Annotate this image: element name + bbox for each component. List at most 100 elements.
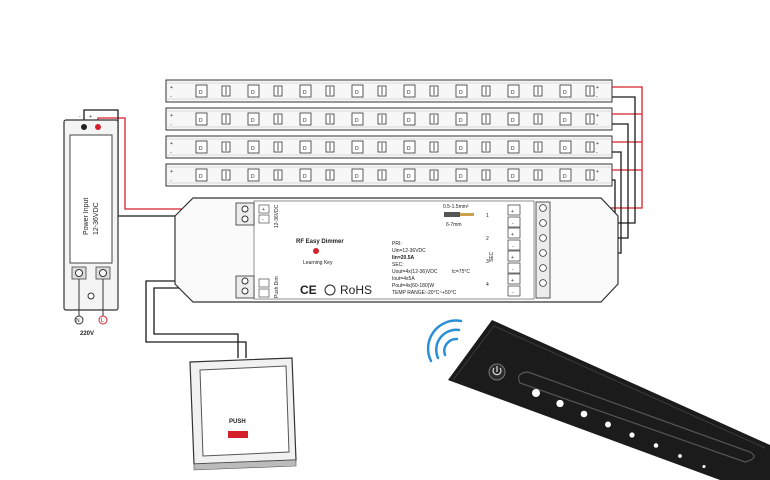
led-label: D (199, 118, 203, 124)
spec-uin: Uin=12-36VDC (392, 248, 426, 254)
channel-neg-sign: - (512, 267, 514, 273)
led-label: D (407, 146, 411, 152)
led-label: D (355, 146, 359, 152)
led-chip (507, 112, 520, 126)
strip-pad-neg: - (596, 94, 598, 100)
sec-label: SEC (489, 251, 495, 262)
channel-number: 4 (486, 282, 489, 288)
channel-pos-box (507, 204, 521, 216)
learning-key-button[interactable] (313, 248, 319, 254)
spec-pri: PRI: (392, 241, 402, 247)
ce-mark: CE (300, 283, 317, 297)
led-label: D (251, 174, 255, 180)
led-chip (403, 84, 416, 98)
led-label: D (303, 90, 307, 96)
strip-pad-pos: + (170, 85, 173, 91)
led-chip (247, 84, 260, 98)
led-chip (247, 168, 260, 182)
slider-dot (532, 389, 540, 397)
strip-pad-neg: - (596, 178, 598, 184)
strip-pad-neg: - (170, 122, 172, 128)
mains-l-label: L (101, 318, 104, 324)
led-label: D (199, 146, 203, 152)
spec-sec: SEC: (392, 262, 404, 268)
rohs-mark: RoHS (340, 283, 372, 297)
led-chip (559, 84, 572, 98)
led-chip (351, 168, 364, 182)
strip-pad-neg: - (170, 94, 172, 100)
led-label: D (303, 174, 307, 180)
led-label: D (459, 174, 463, 180)
slider-dots (532, 389, 706, 469)
led-chip (195, 140, 208, 154)
slider-dot (605, 421, 611, 428)
led-chip (299, 168, 312, 182)
strip-pad-pos: + (170, 141, 173, 147)
terminal-screw (539, 279, 547, 287)
input-voltage-label: 12-36VDC (274, 204, 280, 228)
led-chip (455, 112, 468, 126)
led-label: D (563, 146, 567, 152)
mains-n-label: N (76, 318, 80, 324)
led-chip (455, 140, 468, 154)
led-chip (351, 140, 364, 154)
push-dim-label: Push Dim (274, 276, 280, 298)
led-chip (455, 84, 468, 98)
slider-dot (629, 432, 635, 438)
led-chip (247, 140, 260, 154)
wire-gauge-label: 0.5-1.5mm² (443, 204, 469, 210)
terminal-screw (539, 219, 547, 227)
slider-dot (678, 454, 682, 458)
ps-terminal-pos-label: + (89, 114, 92, 120)
led-label: D (511, 146, 515, 152)
strip-pad-pos: + (596, 113, 599, 119)
channel-pos-sign: + (511, 232, 514, 238)
channel-neg-box (507, 239, 521, 251)
remote-control[interactable] (426, 319, 770, 480)
spec-iout: Iout=4x5A (392, 276, 415, 282)
channel-number: 2 (486, 236, 489, 242)
touch-slider (518, 371, 755, 463)
led-label: D (407, 90, 411, 96)
channel-pos-box (507, 273, 521, 285)
led-label: D (407, 118, 411, 124)
output-channels: 1+-2+-3+-4+- (486, 204, 521, 297)
led-chip (559, 168, 572, 182)
push-switch[interactable]: PUSH (189, 357, 297, 471)
led-chip (403, 168, 416, 182)
led-label: D (251, 146, 255, 152)
channel-pos-sign: + (511, 255, 514, 261)
channel-neg-box (507, 285, 521, 297)
led-label: D (251, 118, 255, 124)
strip-pad-pos: + (596, 85, 599, 91)
svg-text:-: - (262, 217, 264, 223)
led-chip (195, 84, 208, 98)
terminal-screw (539, 249, 547, 257)
strip-pad-neg: - (596, 150, 598, 156)
led-label: D (355, 174, 359, 180)
led-chip (559, 140, 572, 154)
spec-uout: Uout=4x(12-36)VDC (392, 269, 438, 275)
channel-neg-box (507, 262, 521, 274)
led-chip (507, 168, 520, 182)
channel-neg-sign: - (512, 244, 514, 250)
led-chip (299, 140, 312, 154)
channel-number: 3 (486, 259, 489, 265)
led-chip (195, 168, 208, 182)
led-chip (455, 168, 468, 182)
wireless-signal-icon (426, 319, 463, 363)
led-label: D (355, 90, 359, 96)
ps-terminal-neg (81, 124, 87, 130)
channel-neg-box (507, 216, 521, 228)
strip-pad-pos: + (596, 141, 599, 147)
led-label: D (459, 90, 463, 96)
channel-neg-sign: - (512, 221, 514, 227)
wire-strip-positive (548, 86, 643, 209)
mains-voltage: 220V (80, 331, 94, 337)
led-label: D (459, 146, 463, 152)
spec-iin: Iin=20.5A (392, 255, 414, 261)
power-supply: - + Power Input 12-36VDC N L 220V (63, 114, 119, 337)
channel-neg-sign: - (512, 290, 514, 296)
ps-terminal-neg-label: - (79, 114, 81, 120)
